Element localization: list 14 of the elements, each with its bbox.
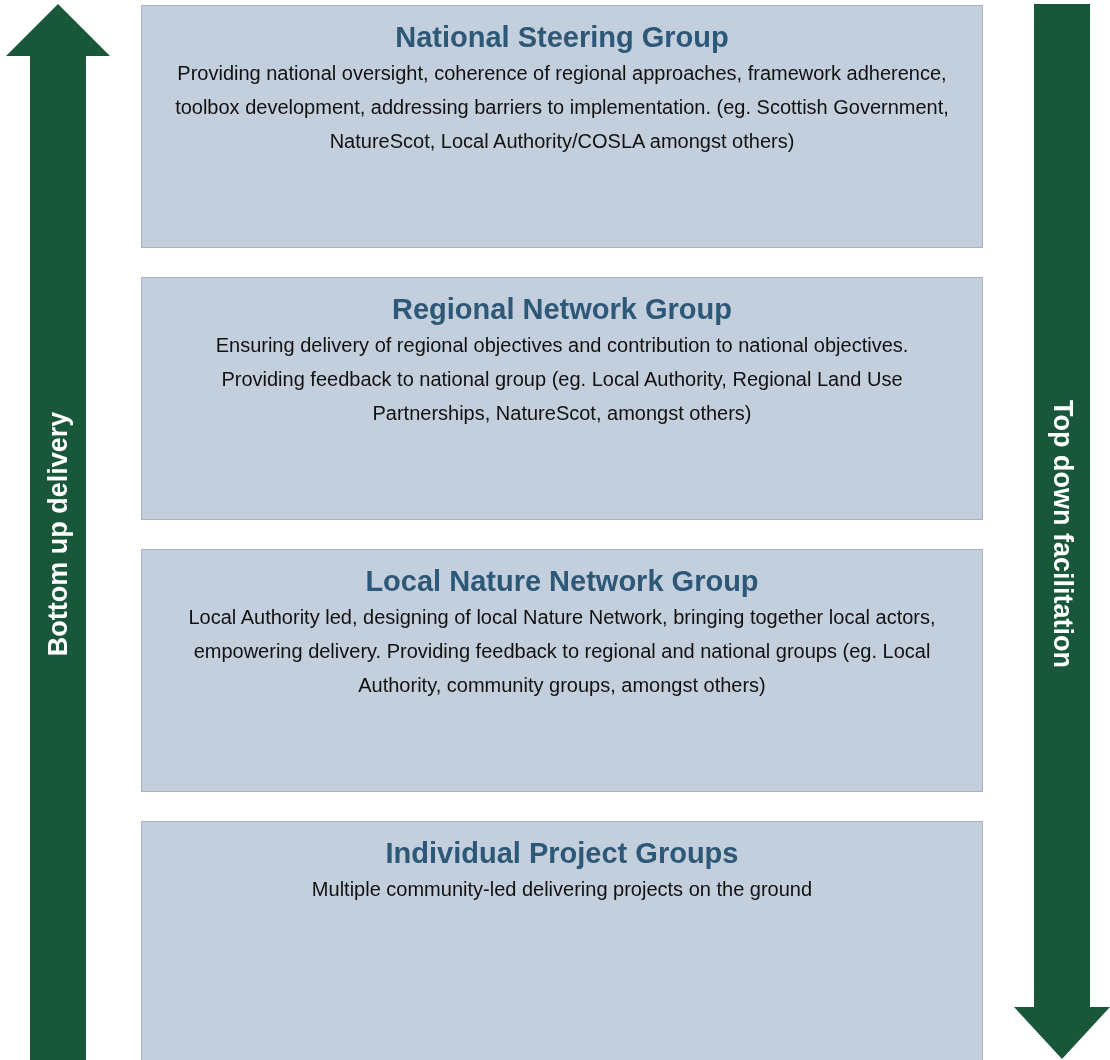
group-title: Individual Project Groups [384, 836, 740, 871]
group-box [141, 5, 983, 248]
group-box [141, 821, 983, 1060]
group-description: Multiple community-led delivering projects on the ground [310, 877, 814, 902]
group-description: Providing national oversight, coherence of regional approaches, framework adherence, toolbox development, addressing barriers to implementation. (eg. Scottish Government, NatureScot, Local Authority/COSLA amongst others) [174, 61, 950, 154]
group-description: Ensuring delivery of regional objectives and contribution to national objectives. Providing feedback to national group (eg. Local Authority, Regional Land Use Partnerships, NatureScot, amongst others) [214, 333, 910, 426]
group-box [141, 277, 983, 520]
group-title: Local Nature Network Group [364, 564, 760, 599]
group-box [141, 549, 983, 792]
group-description: Local Authority led, designing of local Nature Network, bringing together local actors, empowering delivery. Providing feedback to regional and national groups (eg. Local Authority, community groups, amongst others) [187, 605, 937, 698]
arrow-label: Bottom up delivery [42, 411, 74, 657]
arrow-label: Top down facilitation [1046, 400, 1078, 668]
group-title: Regional Network Group [391, 292, 733, 327]
group-title: National Steering Group [394, 20, 730, 55]
